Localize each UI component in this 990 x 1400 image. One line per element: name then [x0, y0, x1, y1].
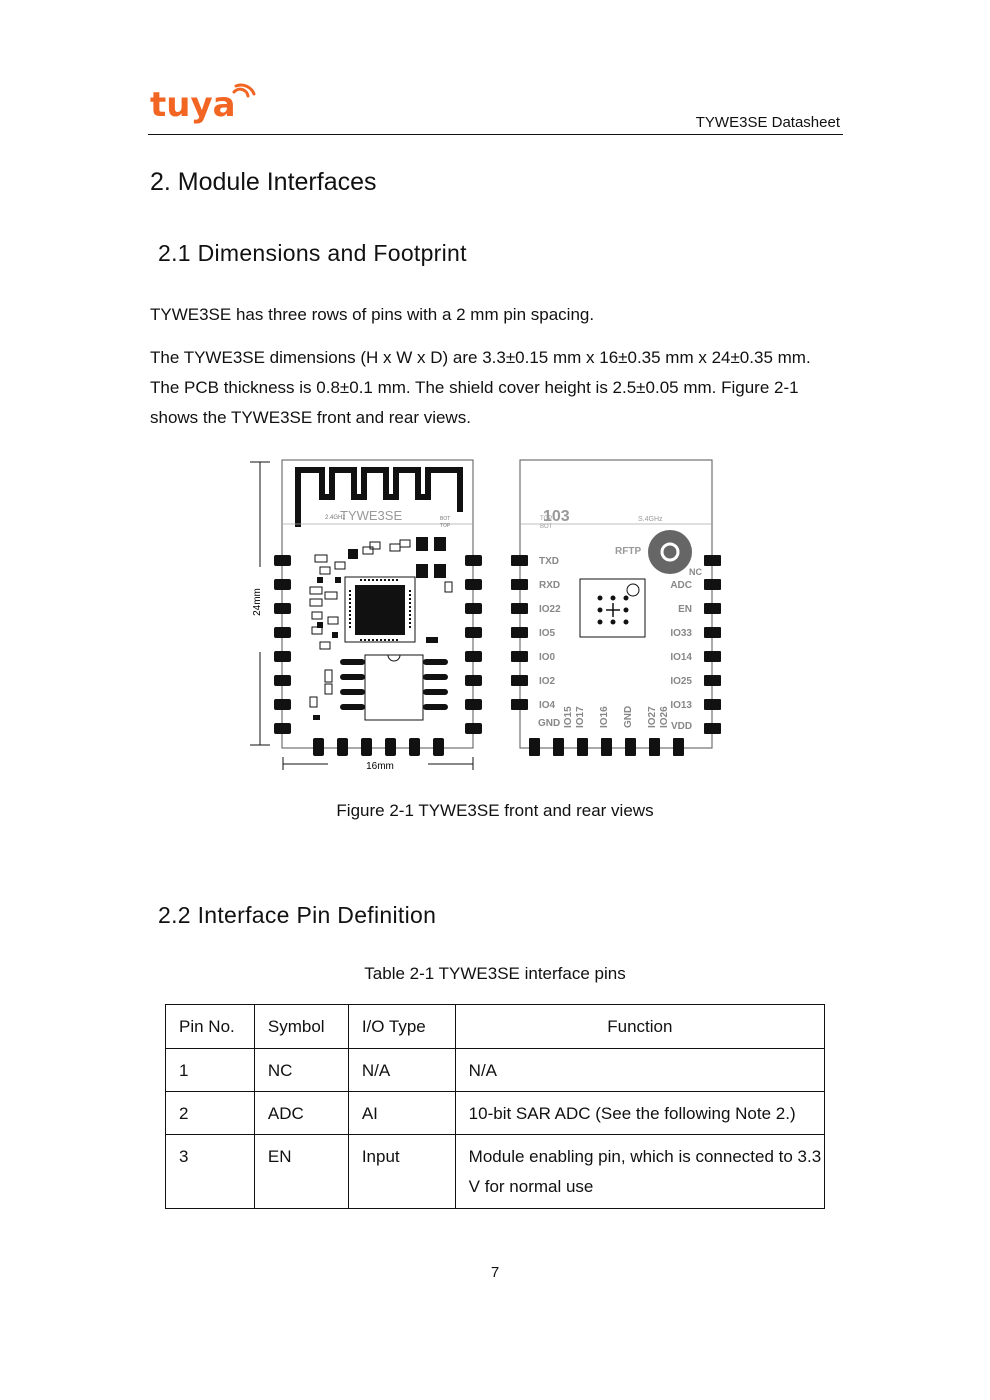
rear-top-text: TOP [540, 516, 552, 522]
cell-pin-no: 2 [165, 1091, 255, 1135]
table-caption: Table 2-1 TYWE3SE interface pins [364, 964, 626, 983]
rear-left-pin-label: IO0 [539, 652, 556, 663]
figure-caption: Figure 2-1 TYWE3SE front and rear views [336, 801, 654, 820]
rear-left-pin-label: IO22 [539, 604, 561, 615]
rear-right-pin-label: IO33 [670, 628, 692, 639]
column-header-function: Function [454, 1004, 826, 1049]
table-row: 1 NC N/A N/A [165, 1048, 826, 1092]
logo-wordmark: tuya [150, 85, 236, 125]
table-row: 2 ADC AI 10-bit SAR ADC (See the followi… [165, 1091, 826, 1135]
rear-left-pin-label: TXD [539, 556, 559, 567]
rear-freq-text: S.4GHz [638, 516, 663, 523]
column-header-symbol: Symbol [253, 1004, 349, 1049]
dimensions-paragraph: The TYWE3SE dimensions (H x W x D) are 3… [150, 348, 811, 427]
rear-left-pin-label: RXD [539, 580, 560, 591]
rear-left-pin-label: IO5 [539, 628, 556, 639]
cell-function: N/A [454, 1048, 826, 1092]
page-number: 7 [490, 1264, 500, 1281]
rear-bottom-pin-label: IO27 [647, 706, 658, 728]
section-title: 2. Module Interfaces [150, 168, 377, 196]
rear-right-pin-label: IO13 [670, 700, 692, 711]
rear-code-text: 103 [543, 508, 570, 525]
cell-function: Module enabling pin, which is connected … [454, 1134, 826, 1209]
logo-signal-inner [232, 87, 250, 98]
rear-bot-text: BOT [540, 524, 553, 530]
table-row: 3 EN Input Module enabling pin, which is… [165, 1134, 826, 1209]
column-header-pin-no: Pin No. [165, 1004, 255, 1049]
rear-right-pin-label: EN [678, 604, 692, 615]
pin-spacing-paragraph: TYWE3SE has three rows of pins with a 2 … [150, 305, 595, 324]
front-freq-text: 2.4GHz [325, 515, 345, 521]
subsection-title-dimensions: 2.1 Dimensions and Footprint [158, 240, 467, 266]
rear-right-pin-label: IO25 [670, 676, 692, 687]
cell-symbol: NC [253, 1048, 349, 1092]
front-bot-text: BOT [440, 516, 450, 522]
front-module-text: TYWE3SE [340, 508, 402, 523]
rear-view: TOP BOT 103 S.4GHz RFTP NC TXD RXD IO22 [511, 459, 721, 756]
cell-io-type: N/A [347, 1048, 456, 1092]
cell-pin-no: 1 [165, 1048, 255, 1092]
cell-function: 10-bit SAR ADC (See the following Note 2… [454, 1091, 826, 1135]
cell-symbol: EN [253, 1134, 349, 1209]
table-header-row: Pin No. Symbol I/O Type Function [165, 1004, 826, 1049]
rftp-label: RFTP [615, 546, 641, 557]
rear-bottom-pin-label: IO17 [575, 706, 586, 728]
rear-bottom-pin-label: GND [623, 706, 634, 728]
tuya-logo: tuya [150, 83, 256, 125]
header-divider [148, 134, 843, 135]
subsection-title-pins: 2.2 Interface Pin Definition [158, 902, 437, 928]
cell-pin-no: 3 [165, 1134, 255, 1209]
module-figure: 24mm 16mm 2.4GHz TYWE3SE BOT TOP [250, 459, 721, 772]
cell-io-type: AI [347, 1091, 456, 1135]
front-top-text: TOP [440, 523, 451, 529]
rear-right-pin-label: IO14 [670, 652, 692, 663]
nc-label: NC [689, 567, 702, 577]
width-dimension-label: 16mm [366, 761, 394, 772]
rear-bottom-pin-label: VDD [671, 721, 692, 732]
cell-io-type: Input [347, 1134, 456, 1209]
pin-definition-table: Pin No. Symbol I/O Type Function 1 NC N/… [165, 1004, 826, 1209]
document-title: TYWE3SE Datasheet [695, 114, 840, 131]
rear-bottom-pin-label: IO16 [599, 706, 610, 728]
front-view: 24mm 16mm 2.4GHz TYWE3SE BOT TOP [250, 459, 482, 772]
rear-bottom-pin-label: IO15 [563, 706, 574, 728]
rear-bottom-pin-label: IO26 [659, 706, 670, 728]
rear-left-pin-label: IO2 [539, 676, 556, 687]
rear-left-pin-label: IO4 [539, 700, 556, 711]
cell-symbol: ADC [253, 1091, 349, 1135]
height-dimension-label: 24mm [252, 588, 263, 616]
column-header-io-type: I/O Type [347, 1004, 456, 1049]
logo-signal-outer [234, 83, 256, 96]
rear-bottom-pin-label: GND [538, 718, 560, 729]
rear-right-pin-label: ADC [670, 580, 692, 591]
